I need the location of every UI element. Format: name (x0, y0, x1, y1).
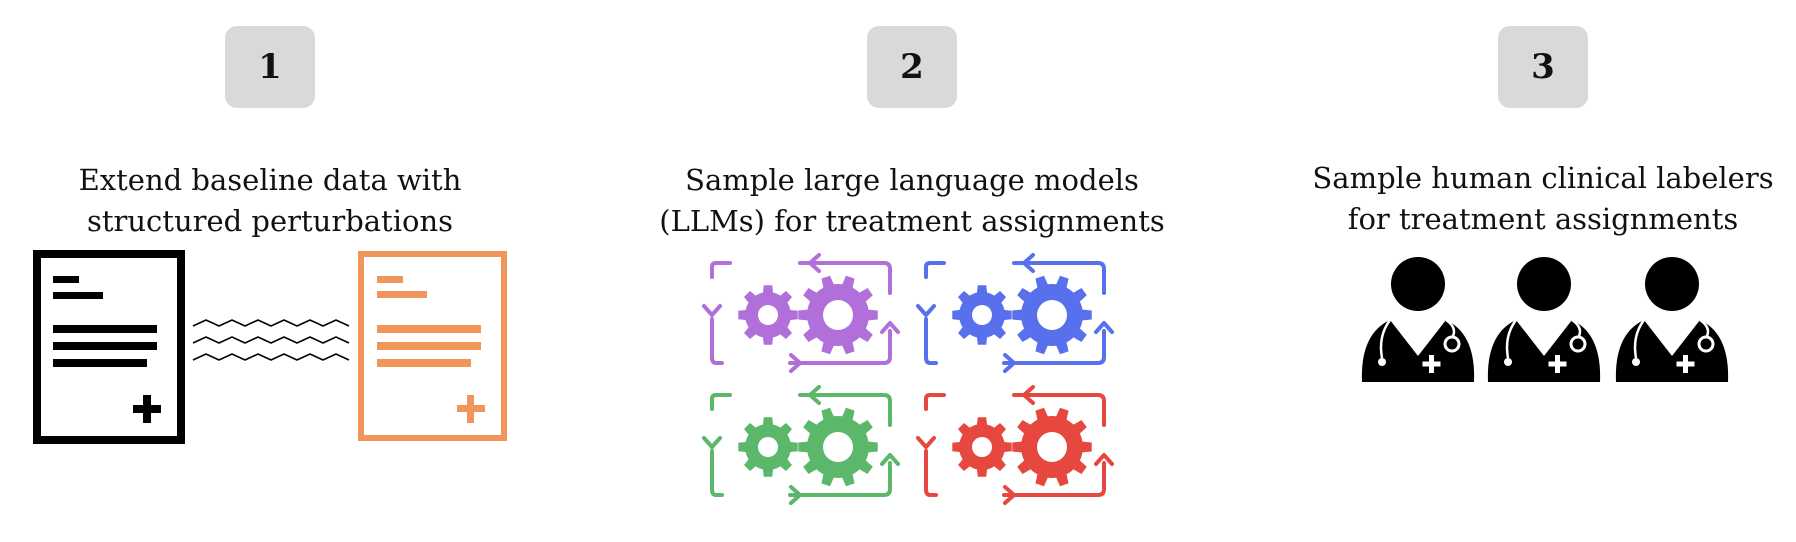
baseline-document-icon (33, 250, 185, 444)
clinician-icon (1487, 257, 1601, 382)
step-2-badge: 2 (867, 26, 957, 108)
gear-cycle-icon-red (916, 385, 1114, 505)
wavy-lines-icon (192, 319, 350, 361)
gear-cycle-icon-green (702, 385, 900, 505)
step-3-badge: 3 (1498, 26, 1588, 108)
perturbed-document-icon (358, 251, 507, 441)
step-3-caption-line-2: for treatment assignments (1347, 202, 1739, 236)
gear-cycle-icon-purple (702, 253, 900, 373)
step-1-caption-line-2: structured perturbations (86, 204, 454, 238)
gear-cycles-group (702, 253, 1114, 505)
step-2-caption-line-2: (LLMs) for treatment assignments (659, 204, 1165, 238)
clinician-icon (1361, 257, 1475, 382)
clinician-icon (1615, 257, 1729, 382)
step-2-caption: Sample large language models (LLMs) for … (652, 160, 1172, 242)
step-3-caption-line-1: Sample human clinical labelers (1312, 161, 1774, 195)
clinicians-group (1361, 257, 1729, 382)
step-1-badge: 1 (225, 26, 315, 108)
step-2-caption-line-1: Sample large language models (685, 163, 1139, 197)
gear-cycle-icon-blue (916, 253, 1114, 373)
step-1-caption: Extend baseline data with structured per… (40, 160, 500, 242)
step-3-caption: Sample human clinical labelers for treat… (1303, 158, 1783, 240)
step-1-caption-line-1: Extend baseline data with (78, 163, 462, 197)
